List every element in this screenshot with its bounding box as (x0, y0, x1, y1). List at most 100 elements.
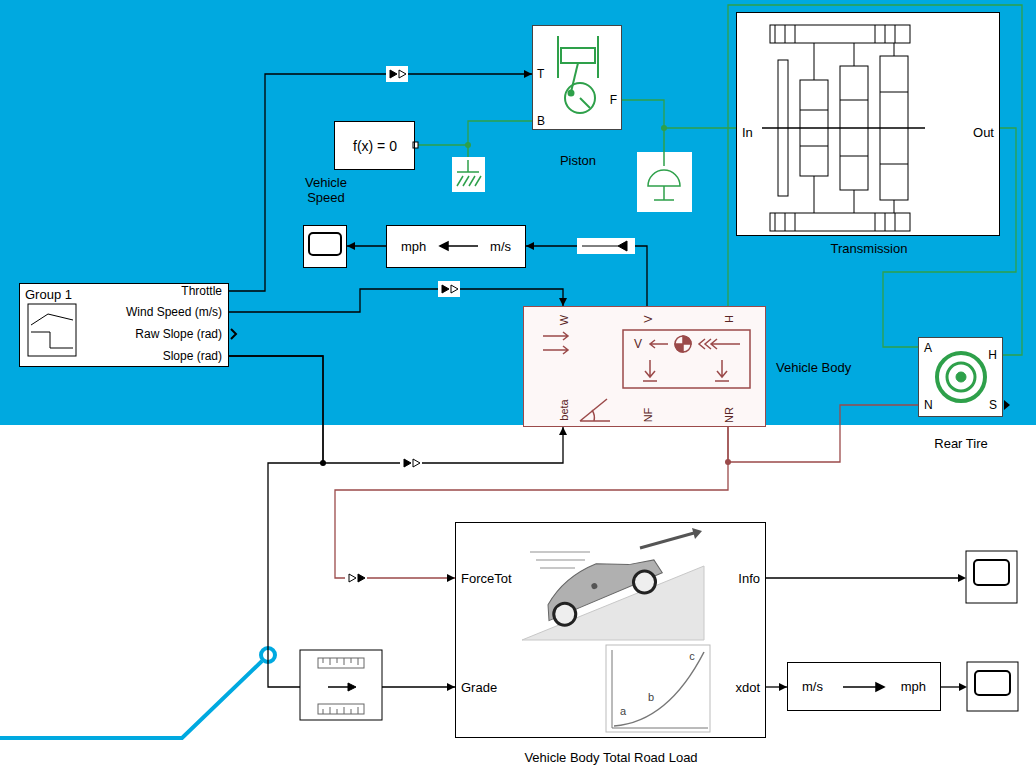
road-load-illustration (522, 528, 710, 732)
road-load-illustration (614, 652, 704, 726)
port-label: F (610, 94, 617, 108)
piston-icon (565, 83, 595, 113)
piston-block: TBFPiston (532, 25, 622, 130)
port-label: Info (738, 572, 760, 587)
connector-line (347, 245, 386, 246)
filter-block (323, 658, 358, 665)
vehicle-body-icons (643, 360, 657, 381)
conversion-arrow (440, 242, 448, 250)
piston-icon (561, 48, 595, 63)
ps-converter (577, 238, 635, 254)
ps-converter (345, 570, 367, 586)
wheel-icon (937, 353, 985, 401)
unit-label: m/s (490, 240, 511, 255)
block-fill (19, 12, 1003, 738)
block-name: Vehicle Body (776, 361, 851, 376)
transmission-gears (775, 25, 895, 231)
vehicle-body-icons (580, 399, 610, 421)
block-fill (303, 225, 347, 268)
output-wire (766, 577, 959, 578)
port-label: H (723, 315, 736, 323)
unit-label: mph (901, 680, 926, 695)
junction-dot (320, 459, 731, 466)
road-load-illustration (590, 582, 598, 590)
connector-line (229, 356, 455, 687)
wheel-icon (937, 353, 985, 401)
decor-line (0, 661, 262, 738)
port-label: Slope (rad) (163, 350, 222, 364)
scope-block (975, 671, 1010, 695)
road-load-illustration (550, 600, 579, 629)
piston-icon (580, 98, 590, 108)
junction-dot (320, 460, 326, 466)
ps-converter (618, 241, 627, 251)
connector-line (229, 74, 532, 291)
port-label: V (642, 315, 655, 322)
port-caret (231, 329, 236, 339)
block-fill (736, 12, 1000, 236)
transmission-gears (800, 80, 828, 176)
unit-conversion-block: mphm/s (386, 225, 526, 268)
vehicle-body-icons (543, 346, 568, 354)
solver-block: f(x) = 0 (334, 121, 415, 170)
connector-line (728, 5, 1022, 355)
scope-block (974, 560, 1009, 585)
road-load-illustration (530, 552, 590, 568)
port-label: Throttle (181, 285, 222, 299)
port-label: beta (558, 399, 571, 420)
vehicle-body-block: WVHVbetaNFNRVehicle Body (523, 306, 766, 427)
ps-converter (345, 66, 635, 586)
curve-point: c (689, 650, 695, 663)
connector-line (728, 405, 918, 462)
vehicle-body-icons (715, 360, 729, 381)
ground-symbol (452, 142, 485, 192)
block-fill (334, 121, 415, 170)
port-label: B (537, 115, 545, 129)
transmission-gears (840, 66, 868, 190)
wheel-icon (956, 372, 966, 382)
filter-block (328, 686, 350, 688)
mechanical-reference (637, 152, 692, 212)
port-label: Wind Speed (m/s) (126, 306, 222, 320)
ps-converter (438, 281, 460, 297)
vehicle-body-icons (623, 330, 750, 388)
wheel-icon (947, 363, 975, 391)
port-label: W (558, 315, 571, 325)
block-name: Vehicle Speed (289, 176, 363, 206)
transmission-gears (800, 92, 908, 164)
block-fill (386, 225, 526, 268)
connector-line (526, 246, 647, 306)
output-wire (958, 574, 966, 582)
road-load-block: ForceTotGradeInfoxdotabcVehicle Body Tot… (455, 522, 766, 738)
signal-graph-icon (28, 304, 76, 356)
piston-icon (558, 36, 598, 78)
unit-label: m/s (802, 680, 823, 695)
connector-line (622, 100, 736, 128)
connector-line (766, 686, 787, 687)
blue-band (0, 0, 1036, 425)
port-label: xdot (735, 681, 760, 696)
solver-port (413, 142, 418, 148)
block-fill (19, 283, 229, 367)
block-title: Group 1 (25, 288, 72, 303)
transmission-gears (778, 60, 788, 196)
tire-block: AHNSRear Tire (918, 337, 1003, 417)
filter-block (323, 707, 358, 714)
port-label: In (742, 126, 753, 141)
filter-block (300, 650, 382, 720)
ps-converter (399, 70, 406, 78)
block-label: f(x) = 0 (353, 138, 397, 154)
vehicle-body-icons (543, 330, 750, 421)
filter-block (318, 704, 364, 714)
connector-line (229, 289, 563, 312)
scope-block (966, 551, 1018, 711)
port-label: Out (973, 126, 994, 141)
port-label: ForceTot (461, 572, 512, 587)
transmission-gears (770, 25, 910, 43)
port-label: S (989, 399, 997, 413)
